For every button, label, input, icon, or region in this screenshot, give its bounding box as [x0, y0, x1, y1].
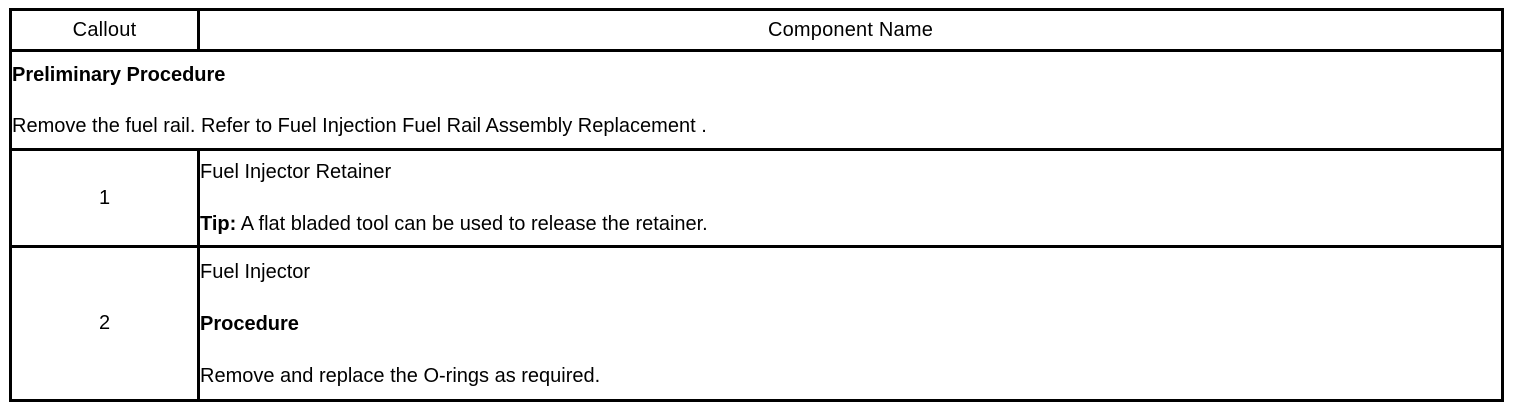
table-row: 1 Fuel Injector Retainer Tip: A flat bla…: [9, 148, 1504, 248]
tip-label-1: Tip:: [200, 213, 237, 235]
procedure-detail-2: Remove and replace the O-rings as requir…: [200, 364, 601, 387]
component-description-1: Fuel Injector Retainer Tip: A flat blade…: [197, 148, 1504, 248]
table-body: Preliminary Procedure Remove the fuel ra…: [9, 49, 1504, 402]
callout-number-2: 2: [9, 245, 200, 402]
table-header-row: Callout Component Name: [9, 8, 1504, 52]
table-row-preliminary: Preliminary Procedure Remove the fuel ra…: [9, 49, 1504, 151]
table-header: Callout Component Name: [9, 8, 1504, 52]
column-header-component-name: Component Name: [197, 8, 1504, 52]
column-header-callout: Callout: [9, 8, 200, 52]
callout-number-1: 1: [9, 148, 200, 248]
tip-text-1: A flat bladed tool can be used to releas…: [236, 213, 708, 235]
procedure-subhead-2: Procedure: [200, 312, 299, 335]
component-name-1: Fuel Injector Retainer: [200, 161, 392, 183]
preliminary-procedure-cell: Preliminary Procedure Remove the fuel ra…: [9, 49, 1504, 151]
column-header-component-name-label: Component Name: [767, 18, 934, 41]
preliminary-procedure-body: Remove the fuel rail. Refer to Fuel Inje…: [12, 114, 707, 137]
component-tip-1: Tip: A flat bladed tool can be used to r…: [200, 212, 1501, 236]
table-row: 2 Fuel Injector Procedure Remove and rep…: [9, 245, 1504, 402]
component-table: Callout Component Name Preliminary Proce…: [9, 8, 1504, 402]
component-name-2: Fuel Injector: [200, 260, 311, 283]
preliminary-procedure-title: Preliminary Procedure: [12, 63, 226, 86]
column-header-callout-label: Callout: [72, 18, 137, 41]
component-description-2: Fuel Injector Procedure Remove and repla…: [197, 245, 1504, 402]
